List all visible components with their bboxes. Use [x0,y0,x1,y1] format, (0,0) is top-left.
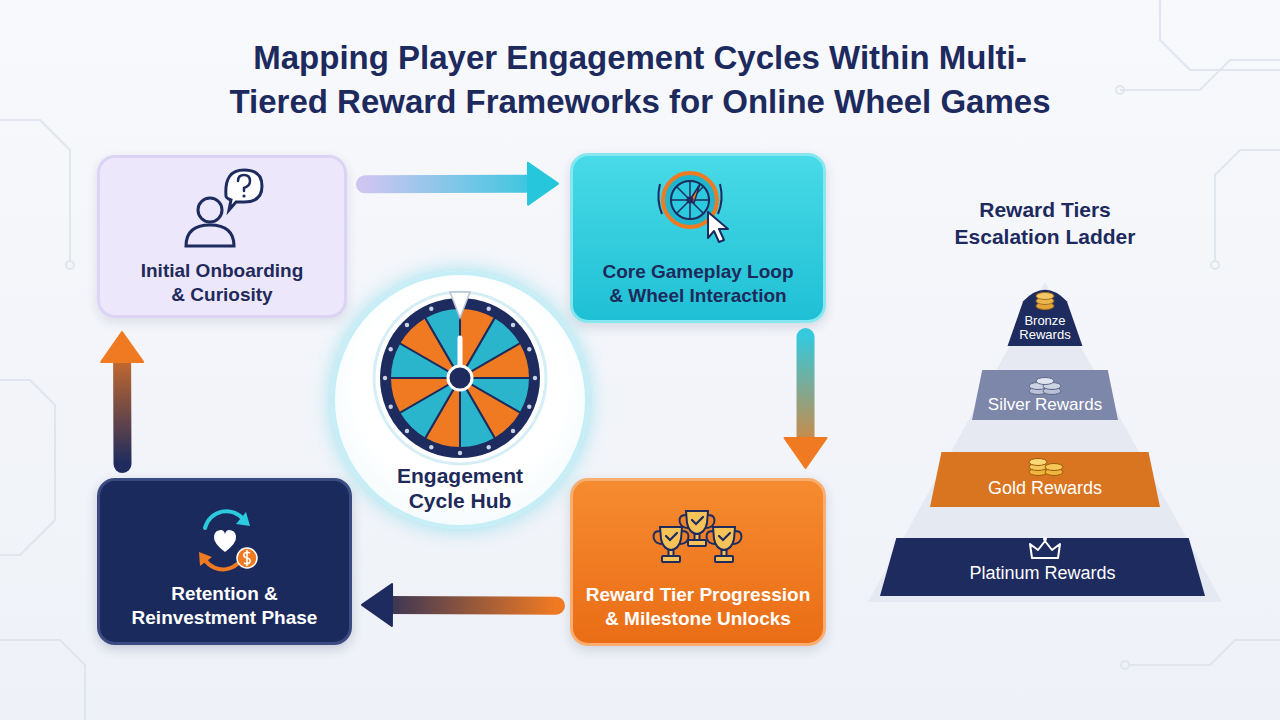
tier-band: Platinum Rewards [880,538,1205,596]
arrow-shaft [113,358,131,464]
arrow-head [362,584,392,626]
decor-shape [1130,640,1280,665]
flow-arrow [362,584,556,626]
decor-shape [1120,60,1280,90]
process-box: Retention & Reinvestment Phase [97,478,352,645]
tier-outline [880,538,1205,596]
tier-band: Silver Rewards [972,370,1118,420]
tier-outline [1008,290,1083,346]
node-text: Retention & Reinvestment Phase [112,582,337,630]
tier-outline [930,452,1160,507]
process-box: Reward Tier Progression & Milestone Unlo… [570,478,826,646]
node-text: Gold Rewards [988,478,1102,498]
decor-shape [1160,0,1280,70]
node-text: Core Gameplay Loop & Wheel Interaction [588,260,808,308]
decor-shape [0,120,70,260]
decor-shape [1116,86,1124,94]
arrow-head [101,332,143,362]
tier-outline [972,370,1118,420]
decor-shape [66,261,74,269]
arrow-shaft [365,175,532,194]
node-text: Bronze Rewards [1010,314,1080,342]
arrow-head [528,163,558,205]
arrow-shaft [797,337,815,442]
node-text: Platinum Rewards [969,563,1115,583]
arrow-shaft [388,596,556,615]
node-text: Engagement Cycle Hub [380,463,540,513]
tier-band: Bronze Rewards [993,282,1097,346]
decor-shape [0,380,55,555]
hub-circle: Engagement Cycle Hub [331,271,589,529]
pyramid-backdrop [868,282,1222,602]
node-text: Silver Rewards [988,395,1102,415]
process-box: Initial Onboarding & Curiosity [97,155,347,318]
node-text: Initial Onboarding & Curiosity [134,259,310,307]
process-box: Core Gameplay Loop & Wheel Interaction [570,153,826,323]
decor-shape [1121,661,1129,669]
flow-arrow [101,332,143,464]
tier-band: Gold Rewards [930,452,1160,507]
flow-arrow [365,163,558,205]
arrow-head [785,438,827,468]
decor-shape [0,640,85,720]
decor-shape [1211,261,1219,269]
diagram-title: Mapping Player Engagement Cycles Within … [130,36,1150,124]
node-text: Reward Tier Progression & Milestone Unlo… [578,583,818,631]
decor-shape [1215,150,1280,260]
ladder-heading: Reward Tiers Escalation Ladder [932,196,1158,250]
flow-arrow [785,337,827,468]
